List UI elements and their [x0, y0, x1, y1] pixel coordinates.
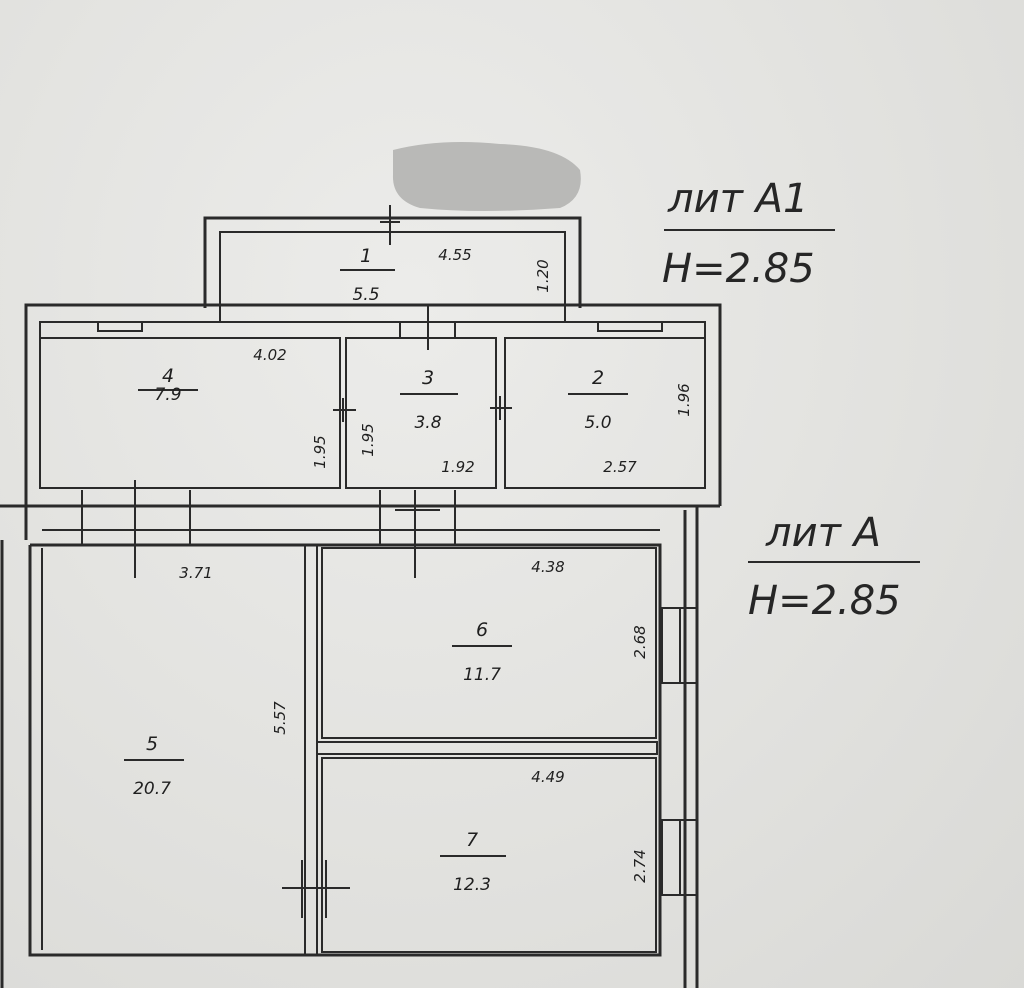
- dim-room4-width: 4.02: [253, 346, 286, 364]
- dim-room3-depth: 1.95: [359, 423, 377, 456]
- room-3-label: 3 3.8: [400, 367, 458, 433]
- room-1-door-mark: [380, 205, 400, 245]
- upper-row-walls: [24, 303, 722, 506]
- dim-room3-width: 1.92: [441, 458, 474, 476]
- main-block-walls: [0, 480, 720, 988]
- room-number: 7: [466, 829, 478, 851]
- room-number: 3: [422, 367, 434, 389]
- room-area: 7.9: [154, 385, 181, 405]
- room-number: 5: [146, 733, 158, 755]
- dim-room5-depth: 5.57: [271, 701, 289, 735]
- room-number: 4: [162, 365, 174, 387]
- room-number: 2: [592, 367, 604, 389]
- room-1-label: 1 5.5: [340, 245, 395, 305]
- lit-a1-label: лит А1 Н=2.85: [662, 176, 835, 292]
- room-area: 20.7: [133, 779, 171, 799]
- room-number: 6: [476, 619, 488, 641]
- room-area: 5.5: [352, 285, 379, 305]
- room-4-label: 4 7.9: [138, 365, 198, 405]
- room-area: 3.8: [414, 413, 441, 433]
- room-1-walls: [203, 216, 582, 322]
- dim-room1-depth: 1.20: [534, 259, 552, 292]
- lit-a1-title: лит А1: [667, 176, 808, 222]
- dim-room2-width: 2.57: [603, 458, 637, 476]
- dim-room5-width: 3.71: [179, 564, 212, 582]
- dim-room6-width: 4.38: [531, 558, 564, 576]
- lit-a-title: лит А: [765, 510, 881, 556]
- lit-a-height: Н=2.85: [748, 578, 901, 624]
- room-6-label: 6 11.7: [452, 619, 512, 685]
- room-7-label: 7 12.3: [440, 829, 506, 895]
- dim-room7-width: 4.49: [531, 768, 564, 786]
- redaction-blot: [392, 142, 581, 211]
- room-5-label: 5 20.7: [124, 733, 184, 799]
- room-area: 11.7: [463, 665, 501, 685]
- dim-room7-depth: 2.74: [631, 849, 649, 882]
- lit-a1-height: Н=2.85: [662, 246, 815, 292]
- room-area: 5.0: [584, 413, 611, 433]
- lit-a-label: лит А Н=2.85: [748, 510, 920, 624]
- room-number: 1: [360, 245, 372, 267]
- room-area: 12.3: [453, 875, 491, 895]
- dim-room4-depth: 1.95: [311, 435, 329, 468]
- room-2-label: 2 5.0: [568, 367, 628, 433]
- dim-room6-depth: 2.68: [631, 625, 649, 658]
- dim-room2-depth: 1.96: [675, 383, 693, 416]
- dim-room1-width: 4.55: [438, 246, 471, 264]
